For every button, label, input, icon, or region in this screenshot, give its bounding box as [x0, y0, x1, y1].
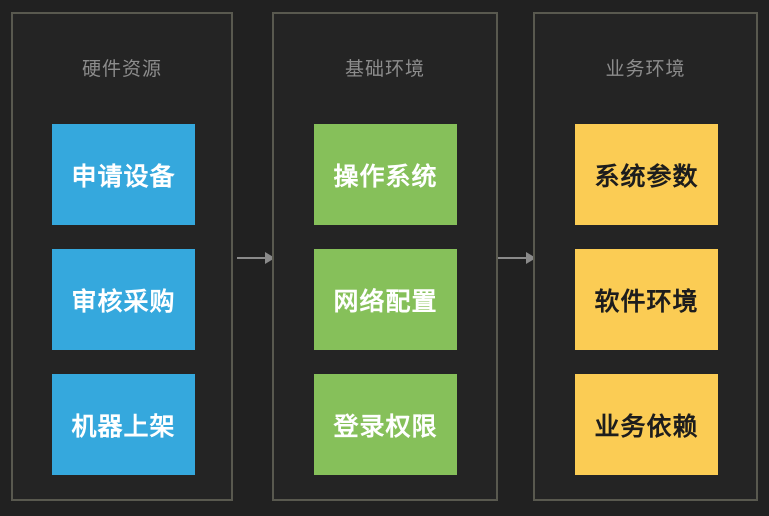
node-login-permission[interactable]: 登录权限 — [314, 374, 457, 475]
group-panel-base-environment: 基础环境 操作系统 网络配置 登录权限 — [272, 12, 498, 501]
arrow-shaft — [237, 257, 267, 259]
node-apply-device[interactable]: 申请设备 — [52, 124, 195, 225]
arrow-hardware-to-base-icon — [237, 252, 277, 264]
arrow-shaft — [498, 257, 528, 259]
node-system-parameters[interactable]: 系统参数 — [575, 124, 718, 225]
group-title-base-environment: 基础环境 — [344, 59, 425, 80]
arrow-base-to-business-icon — [498, 252, 538, 264]
node-review-purchase[interactable]: 审核采购 — [52, 249, 195, 350]
node-software-environment[interactable]: 软件环境 — [575, 249, 718, 350]
group-panel-hardware: 硬件资源 申请设备 审核采购 机器上架 — [11, 12, 233, 501]
node-rack-machine[interactable]: 机器上架 — [52, 374, 195, 475]
node-network-config[interactable]: 网络配置 — [314, 249, 457, 350]
arrow-head — [526, 252, 536, 264]
node-operating-system[interactable]: 操作系统 — [314, 124, 457, 225]
node-business-dependency[interactable]: 业务依赖 — [575, 374, 718, 475]
group-title-business-environment: 业务环境 — [605, 59, 686, 80]
group-panel-business-environment: 业务环境 系统参数 软件环境 业务依赖 — [533, 12, 758, 501]
arrow-head — [265, 252, 275, 264]
group-title-hardware: 硬件资源 — [81, 59, 162, 80]
